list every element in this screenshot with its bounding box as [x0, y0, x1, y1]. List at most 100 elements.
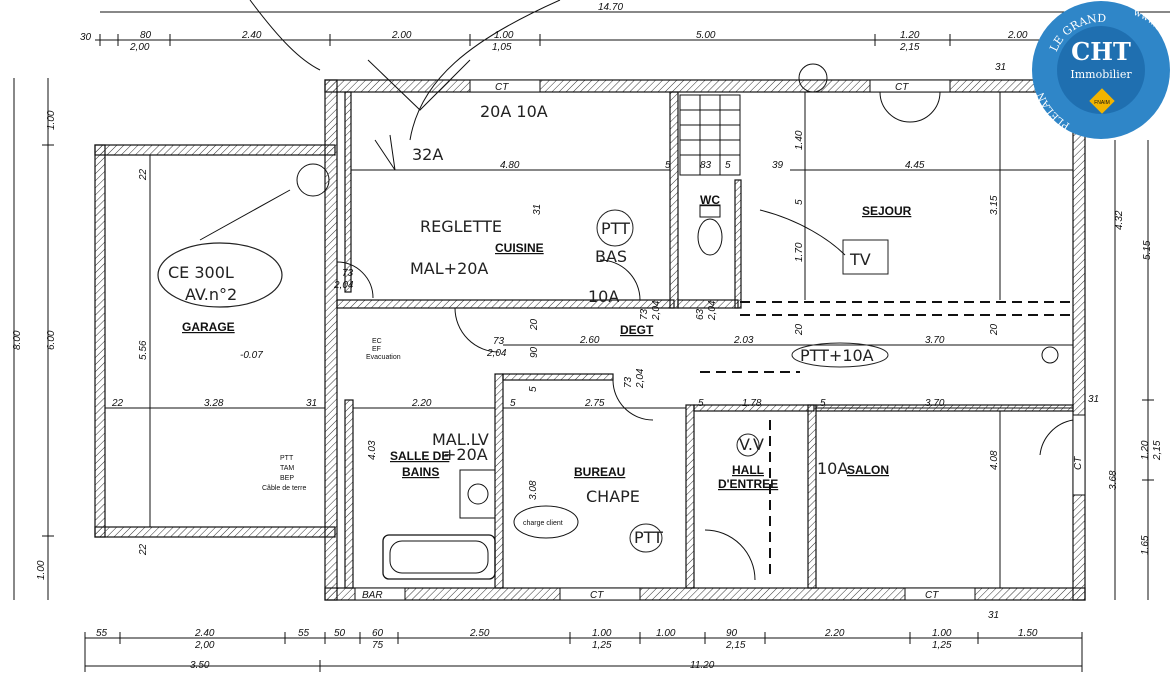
right-dim-r2: 1.65: [1140, 535, 1151, 555]
top-dim-1: 30: [80, 32, 92, 43]
logo-sub: Immobilier: [1070, 68, 1132, 81]
dim-garage-22c: 22: [138, 543, 149, 556]
top-dim-7: 1.20: [900, 30, 920, 41]
note-20a-10a: 20A 10A: [480, 102, 548, 121]
dim-salon-5: 5: [820, 398, 826, 409]
garage-label-cable: Câble de terre: [262, 485, 306, 492]
bot-dim-5: 60: [372, 628, 384, 639]
door-204-b: 2,04: [486, 348, 507, 359]
note-32a: 32A: [412, 145, 443, 164]
logo-core: [1057, 26, 1145, 114]
bath-left-wall: [344, 399, 354, 589]
right-dim-top-31: 31: [995, 62, 1006, 73]
bathtub: [382, 534, 496, 580]
dim-hall-178: 1.78: [742, 398, 762, 409]
bot-dim-2-sub: 2,00: [194, 640, 215, 651]
kitchen-left-wall: [344, 91, 352, 293]
bot-dim-10: 2.20: [824, 628, 845, 639]
bot-dim-7: 1.00: [592, 628, 612, 639]
door-73-b: 73: [493, 336, 505, 347]
dim-sejour-140: 1.40: [794, 130, 805, 150]
room-labels: GARAGE CUISINE WC SEJOUR DEGT SALLE DE B…: [182, 193, 912, 491]
note-mal20a: MAL+20A: [410, 259, 488, 278]
dim-sejour-20a: 20: [794, 323, 805, 336]
fnaim-label: FNAIM: [1094, 100, 1110, 106]
bot-dim-row2-right: 11.20: [690, 660, 715, 671]
dim-sejour-315: 3.15: [989, 195, 1000, 215]
bot-dim-12: 1.50: [1018, 628, 1038, 639]
garage-label-bep: BEP: [280, 475, 294, 482]
right-dimension-lines: 4.32 5.15 3.68 1.20 2,15 1.65 31 31 31: [988, 62, 1163, 621]
note-evacuation: Evacuation: [366, 354, 401, 361]
note-ce300: CE 300L: [168, 263, 234, 282]
dim-cuisine-width: 4.80: [500, 160, 520, 171]
dim-bureau-5: 5: [510, 398, 516, 409]
left-dim-b: 6.00: [46, 330, 57, 350]
left-overall-dim: 8.00: [12, 330, 23, 350]
windows: CT CT CT CT CT BAR: [354, 79, 1086, 601]
note-ptt-cuisine: PTT: [601, 219, 630, 238]
dim-garage-22a: 22: [111, 398, 124, 409]
dim-salon-408: 4.08: [989, 450, 1000, 470]
top-dimension-lines: 14.70 30 80 2,00 2.40 2.00 1.00 1,05 5.0…: [80, 2, 1170, 53]
bot-dim-8: 1.00: [656, 628, 676, 639]
house-right-wall: [1072, 79, 1086, 601]
bureau-top-wall: [502, 373, 614, 381]
hall-right-wall: [807, 404, 817, 589]
dim-degt-203: 2.03: [733, 335, 754, 346]
note-mal-lv: MAL.LV: [432, 430, 489, 449]
room-salle-de-bains-1: SALLE DE: [390, 449, 449, 463]
dim-garage-31: 31: [306, 398, 317, 409]
top-dim-5-sub: 1,05: [492, 42, 512, 53]
dim-degt-260: 2.60: [579, 335, 600, 346]
top-dim-5: 1.00: [494, 30, 514, 41]
bot-dim-7-sub: 1,25: [592, 640, 612, 651]
note-ptt10a: PTT+10A: [800, 346, 874, 365]
top-dim-8: 2.00: [1007, 30, 1028, 41]
bot-dim-6: 2.50: [469, 628, 490, 639]
note-charge-client: charge client: [523, 520, 563, 527]
staircase: [679, 94, 741, 176]
right-dim-r1: 1.20: [1140, 440, 1151, 460]
left-dimension-lines: 8.00 1.00 6.00 1.00: [12, 78, 57, 600]
dim-wc-5a: 5: [665, 160, 671, 171]
wc-left-wall: [669, 91, 679, 309]
dim-degt-370: 3.70: [925, 335, 945, 346]
dim-hall-5: 5: [698, 398, 704, 409]
dim-sejour-39: 39: [772, 160, 784, 171]
right-dim-mid: 4.32: [1114, 210, 1125, 230]
top-dim-4: 2.00: [391, 30, 412, 41]
dim-sejour-5: 5: [794, 199, 805, 205]
top-dim-3: 2.40: [241, 30, 262, 41]
top-dim-7-sub: 2,15: [899, 42, 920, 53]
right-dim-outer: 5.15: [1142, 240, 1153, 260]
bot-dim-row2-left: 3.50: [190, 660, 210, 671]
dim-sdb-220: 2.20: [411, 398, 432, 409]
garage-bottom-wall: [94, 526, 336, 538]
door-204-d: 2,04: [635, 368, 646, 389]
dim-salon-370: 3.70: [925, 398, 945, 409]
bot-dim-2: 2.40: [194, 628, 215, 639]
window-label-salon-side: CT: [1073, 456, 1084, 470]
door-204-c: 2,04: [651, 300, 662, 321]
kitchen-bottom-wall: [336, 299, 675, 309]
bath-right-wall: [494, 373, 504, 589]
window-label-cuisine: CT: [495, 82, 509, 93]
house-top-wall: [324, 79, 1086, 93]
note-vv: V.V: [739, 435, 764, 454]
bottom-dimension-lines: 55 2.40 2,00 55 50 60 75 2.50 1.00 1,25 …: [84, 628, 1083, 672]
agency-logo[interactable]: LE GRAND PLELAN www.cht-immobilier.com C…: [1031, 0, 1171, 140]
left-dim-c: 1.00: [36, 560, 47, 580]
dim-garage-22b: 22: [138, 168, 149, 181]
door-73-c: 73: [639, 308, 650, 320]
bot-dim-9: 90: [726, 628, 738, 639]
bot-dim-5-sub: 75: [372, 640, 384, 651]
room-hall-2: D'ENTREE: [718, 477, 778, 491]
door-73-a: 73: [342, 268, 354, 279]
room-sejour: SEJOUR: [862, 204, 912, 218]
garage-label-tam: TAM: [280, 465, 294, 472]
dim-bureau-308: 3.08: [528, 480, 539, 500]
bot-dim-1: 55: [96, 628, 108, 639]
dim-sejour-170: 1.70: [794, 242, 805, 262]
